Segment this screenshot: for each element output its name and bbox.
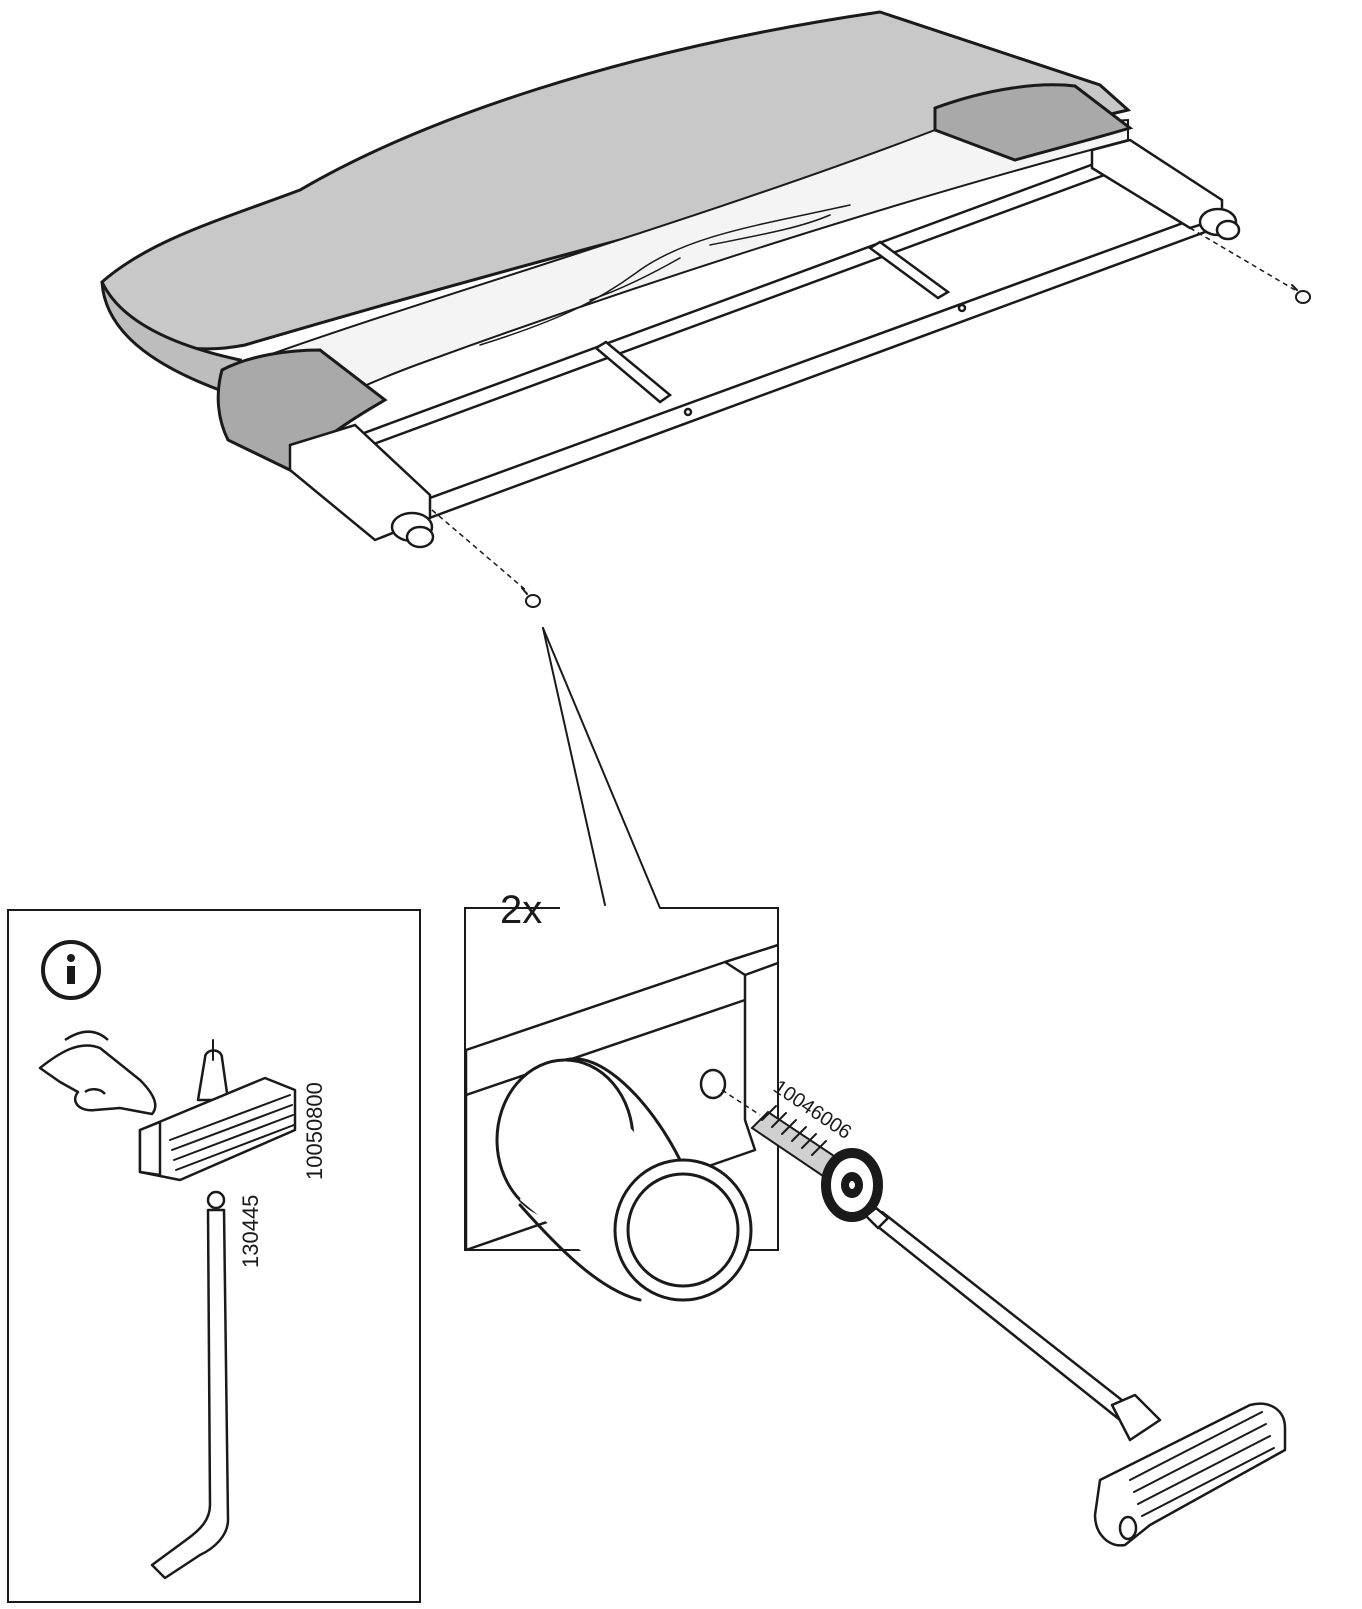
allen-key bbox=[150, 1190, 230, 1580]
cushion-left-cap bbox=[216, 348, 388, 472]
screw-indicators bbox=[431, 227, 1311, 608]
frame-left-end bbox=[288, 423, 432, 542]
screw-small-right bbox=[1291, 284, 1311, 304]
screw-small-left bbox=[521, 587, 541, 608]
t-handle-tool bbox=[138, 1039, 297, 1182]
frame-cross-support-right bbox=[867, 240, 951, 300]
detail-foot-cylinder bbox=[495, 1057, 753, 1302]
quantity-multiplier: 2x bbox=[500, 888, 542, 932]
tool-handle-part-number: 10050800 bbox=[302, 1082, 327, 1180]
frame-cross-support-left bbox=[593, 340, 673, 404]
right-foot-face bbox=[1215, 219, 1241, 241]
fabric-fold-line bbox=[589, 257, 681, 301]
bench-cushion bbox=[100, 10, 1134, 472]
detail-panel: 2x bbox=[464, 888, 779, 1302]
bench-frame bbox=[288, 138, 1241, 549]
bolt-direction-line bbox=[721, 1089, 761, 1116]
detail-screw-hole bbox=[699, 1068, 727, 1100]
screw-direction-line bbox=[1189, 227, 1296, 291]
bolt bbox=[750, 1105, 883, 1222]
fabric-fold-line bbox=[479, 204, 851, 346]
frame-hole bbox=[683, 407, 693, 417]
fabric-fold-line bbox=[709, 214, 831, 246]
left-foot-face bbox=[405, 525, 435, 549]
hex-driver-tool bbox=[864, 1206, 1287, 1547]
frame-hole bbox=[957, 303, 967, 313]
fabric-wrap bbox=[253, 118, 1129, 432]
zoom-callout bbox=[542, 627, 661, 909]
info-panel: 10050800 130445 bbox=[7, 909, 421, 1603]
info-icon bbox=[41, 940, 101, 1000]
allen-key-part-number: 130445 bbox=[238, 1195, 263, 1268]
pointing-hand-icon bbox=[38, 1030, 157, 1116]
cushion-right-cap bbox=[933, 83, 1134, 162]
screw-direction-line bbox=[431, 509, 529, 593]
